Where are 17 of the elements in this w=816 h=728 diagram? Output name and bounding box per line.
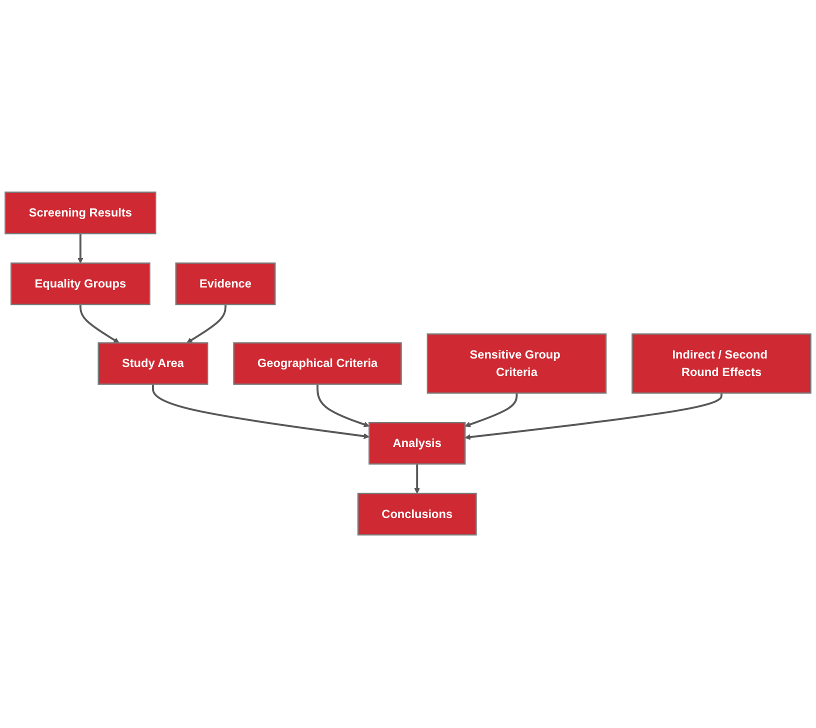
node-box: Indirect / Second Round Effects: [632, 334, 812, 394]
arrow: [464, 394, 518, 428]
node-box: Sensitive Group Criteria: [426, 334, 607, 394]
node-box: Equality Groups: [10, 262, 150, 306]
arrow: [464, 394, 722, 440]
node-box: Evidence: [175, 262, 276, 306]
node-box: Screening Results: [4, 192, 156, 235]
arrow: [79, 304, 120, 344]
arrow: [414, 464, 420, 494]
node-box: Analysis: [368, 422, 466, 466]
arrow: [78, 234, 84, 264]
node-box: Conclusions: [357, 493, 477, 536]
arrow: [152, 384, 370, 440]
arrow: [316, 384, 370, 428]
node-box: Study Area: [98, 342, 208, 386]
arrow: [186, 304, 226, 344]
node-box: Geographical Criteria: [233, 342, 402, 386]
